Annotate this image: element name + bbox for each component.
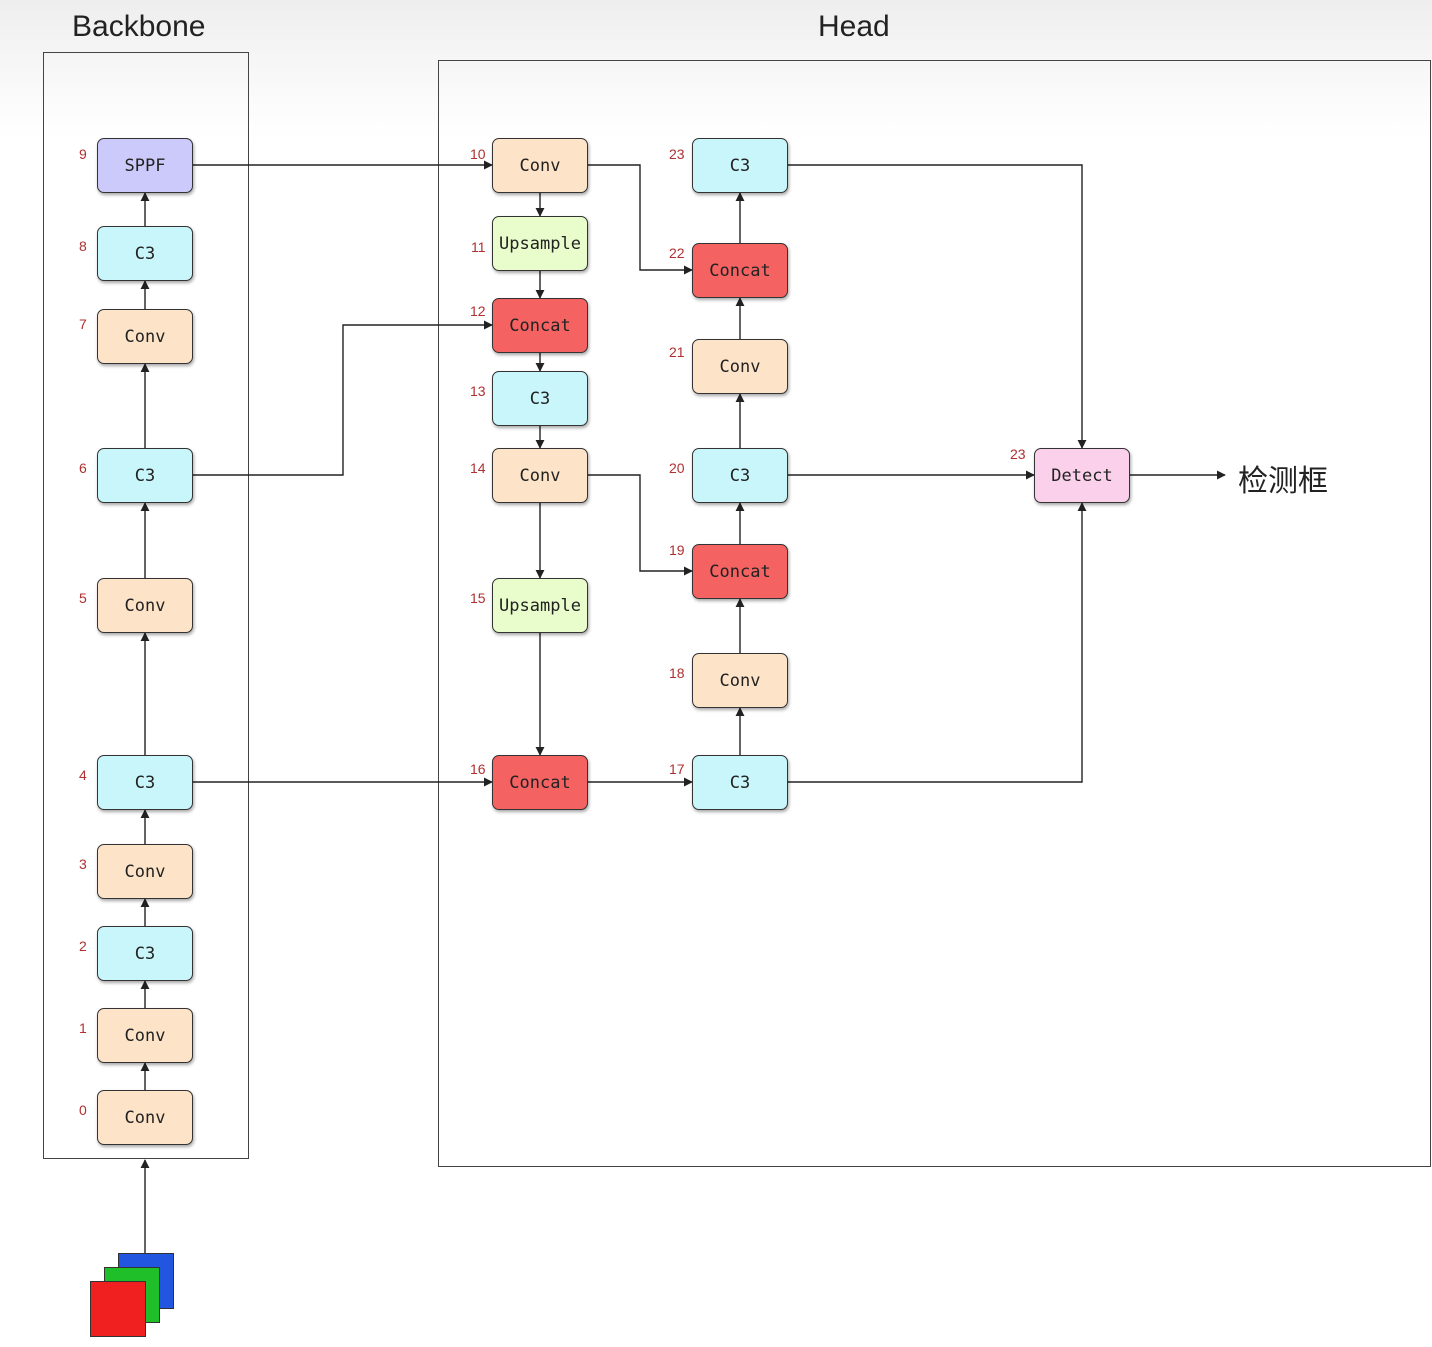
node-4-c3-block: C3	[97, 755, 193, 810]
node-10-conv-block: Conv	[492, 138, 588, 193]
head-frame	[438, 60, 1431, 1167]
node-6-c3-block: C3	[97, 448, 193, 503]
node-18-index-label: 18	[669, 665, 685, 681]
edge-h23-det	[788, 164, 1087, 449]
node-23-index-label: 23	[669, 146, 685, 162]
node-20-index-label: 20	[669, 460, 685, 476]
node-14-index-label: 14	[470, 460, 486, 476]
node-4-index-label: 4	[79, 767, 87, 783]
node-18-conv-block: Conv	[692, 653, 788, 708]
node-0-conv-block: Conv	[97, 1090, 193, 1145]
edge-h10-h22	[588, 164, 693, 275]
node-23-c3-block: C3	[692, 138, 788, 193]
node-17-index-label: 17	[669, 761, 685, 777]
node-12-index-label: 12	[470, 303, 486, 319]
node-22-index-label: 22	[669, 245, 685, 261]
node-5-conv-block: Conv	[97, 578, 193, 633]
node-15-upsample-block: Upsample	[492, 578, 588, 633]
node-13-index-label: 13	[470, 383, 486, 399]
node-7-conv-block: Conv	[97, 309, 193, 364]
node-14-conv-block: Conv	[492, 448, 588, 503]
node-6-index-label: 6	[79, 460, 87, 476]
node-13-c3-block: C3	[492, 371, 588, 426]
node-9-sppf-block: SPPF	[97, 138, 193, 193]
node-15-index-label: 15	[470, 590, 486, 606]
node-21-conv-block: Conv	[692, 339, 788, 394]
node-19-index-label: 19	[669, 542, 685, 558]
node-16-concat-block: Concat	[492, 755, 588, 810]
node-23-detect-block: Detect	[1034, 448, 1130, 503]
node-8-c3-block: C3	[97, 226, 193, 281]
node-10-index-label: 10	[470, 146, 486, 162]
node-19-concat-block: Concat	[692, 544, 788, 599]
edge-b6-h12	[193, 320, 493, 476]
node-16-index-label: 16	[470, 761, 486, 777]
node-2-c3-block: C3	[97, 926, 193, 981]
node-23-index-label: 23	[1010, 446, 1026, 462]
node-11-index-label: 11	[471, 239, 486, 255]
node-11-upsample-block: Upsample	[492, 216, 588, 271]
node-8-index-label: 8	[79, 238, 87, 254]
node-3-index-label: 3	[79, 856, 87, 872]
node-3-conv-block: Conv	[97, 844, 193, 899]
edge-h17-det	[788, 502, 1087, 783]
node-2-index-label: 2	[79, 938, 87, 954]
node-1-conv-block: Conv	[97, 1008, 193, 1063]
node-21-index-label: 21	[669, 344, 685, 360]
edge-h14-h19	[588, 474, 693, 576]
head-title: Head	[818, 10, 890, 43]
backbone-title: Backbone	[72, 10, 206, 43]
node-20-c3-block: C3	[692, 448, 788, 503]
node-12-concat-block: Concat	[492, 298, 588, 353]
node-7-index-label: 7	[79, 316, 87, 332]
node-0-index-label: 0	[79, 1102, 87, 1118]
node-1-index-label: 1	[79, 1020, 87, 1036]
node-5-index-label: 5	[79, 590, 87, 606]
node-22-concat-block: Concat	[692, 243, 788, 298]
output-label: 检测框	[1238, 464, 1328, 499]
node-17-c3-block: C3	[692, 755, 788, 810]
backbone-frame	[43, 52, 249, 1159]
node-9-index-label: 9	[79, 146, 87, 162]
